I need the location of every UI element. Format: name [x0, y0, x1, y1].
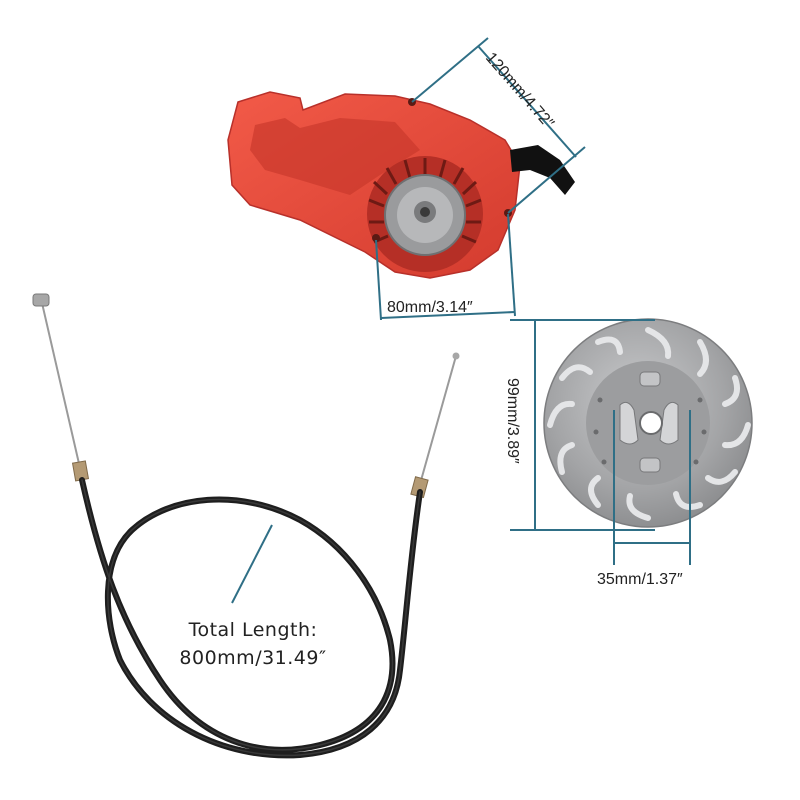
starter-dimension-lines	[375, 37, 586, 321]
flywheel-dimension-lines	[510, 319, 691, 565]
pull-starter	[227, 91, 575, 279]
flywheel-fins	[547, 327, 751, 521]
starter-height-label: 120mm/4.72″	[482, 49, 557, 132]
flywheel	[543, 318, 753, 528]
cable-length-value: 800mm/31.49″	[179, 647, 327, 669]
flywheel-height-label: 99mm/3.89″	[504, 378, 521, 464]
flywheel-hub-label: 35mm/1.37″	[597, 571, 683, 588]
starter-width-label: 80mm/3.14″	[387, 299, 473, 316]
cable-length-title: Total Length:	[188, 619, 318, 641]
cable-pointer-line	[231, 524, 273, 604]
throttle-cable	[32, 293, 460, 759]
